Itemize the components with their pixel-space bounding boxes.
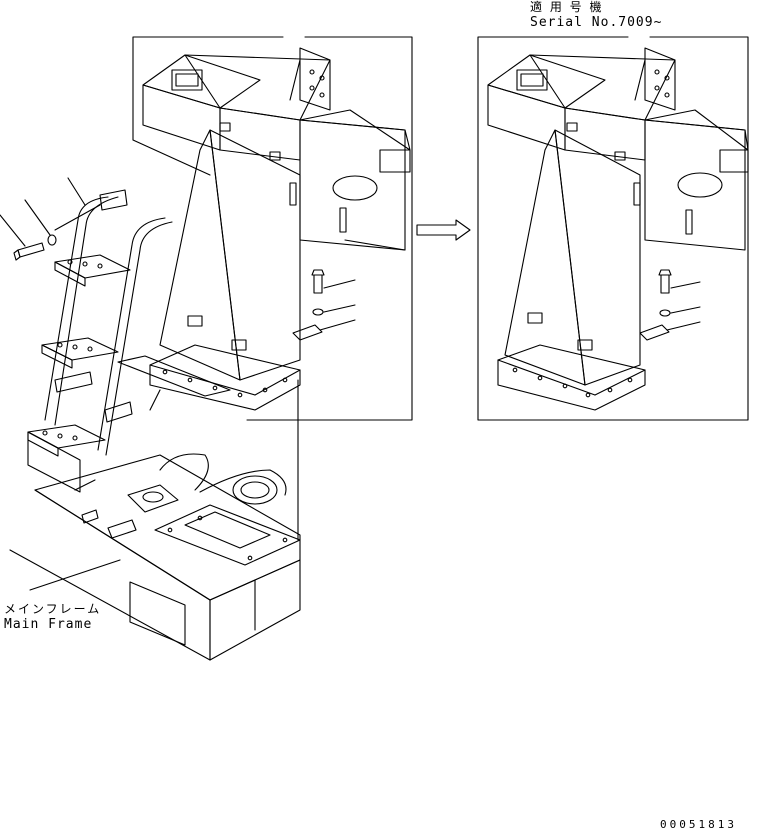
- left-assembly: [142, 47, 411, 411]
- applicable-label-jp: 適 用 号 機: [530, 0, 604, 14]
- main-frame-label-en: Main Frame: [4, 617, 93, 632]
- serial-number-label: Serial No.7009~: [530, 15, 663, 30]
- main-frame-label-jp: メインフレーム: [4, 602, 102, 616]
- arrow-right-icon: [416, 219, 471, 241]
- right-detail-frame: [477, 36, 749, 421]
- main-frame-body: [9, 379, 301, 661]
- main-frame-leader: [29, 559, 121, 591]
- ladder: [0, 177, 231, 493]
- right-assembly: [487, 47, 749, 411]
- left-detail-frame: [132, 36, 413, 421]
- drawing-number: 00051813: [660, 818, 737, 831]
